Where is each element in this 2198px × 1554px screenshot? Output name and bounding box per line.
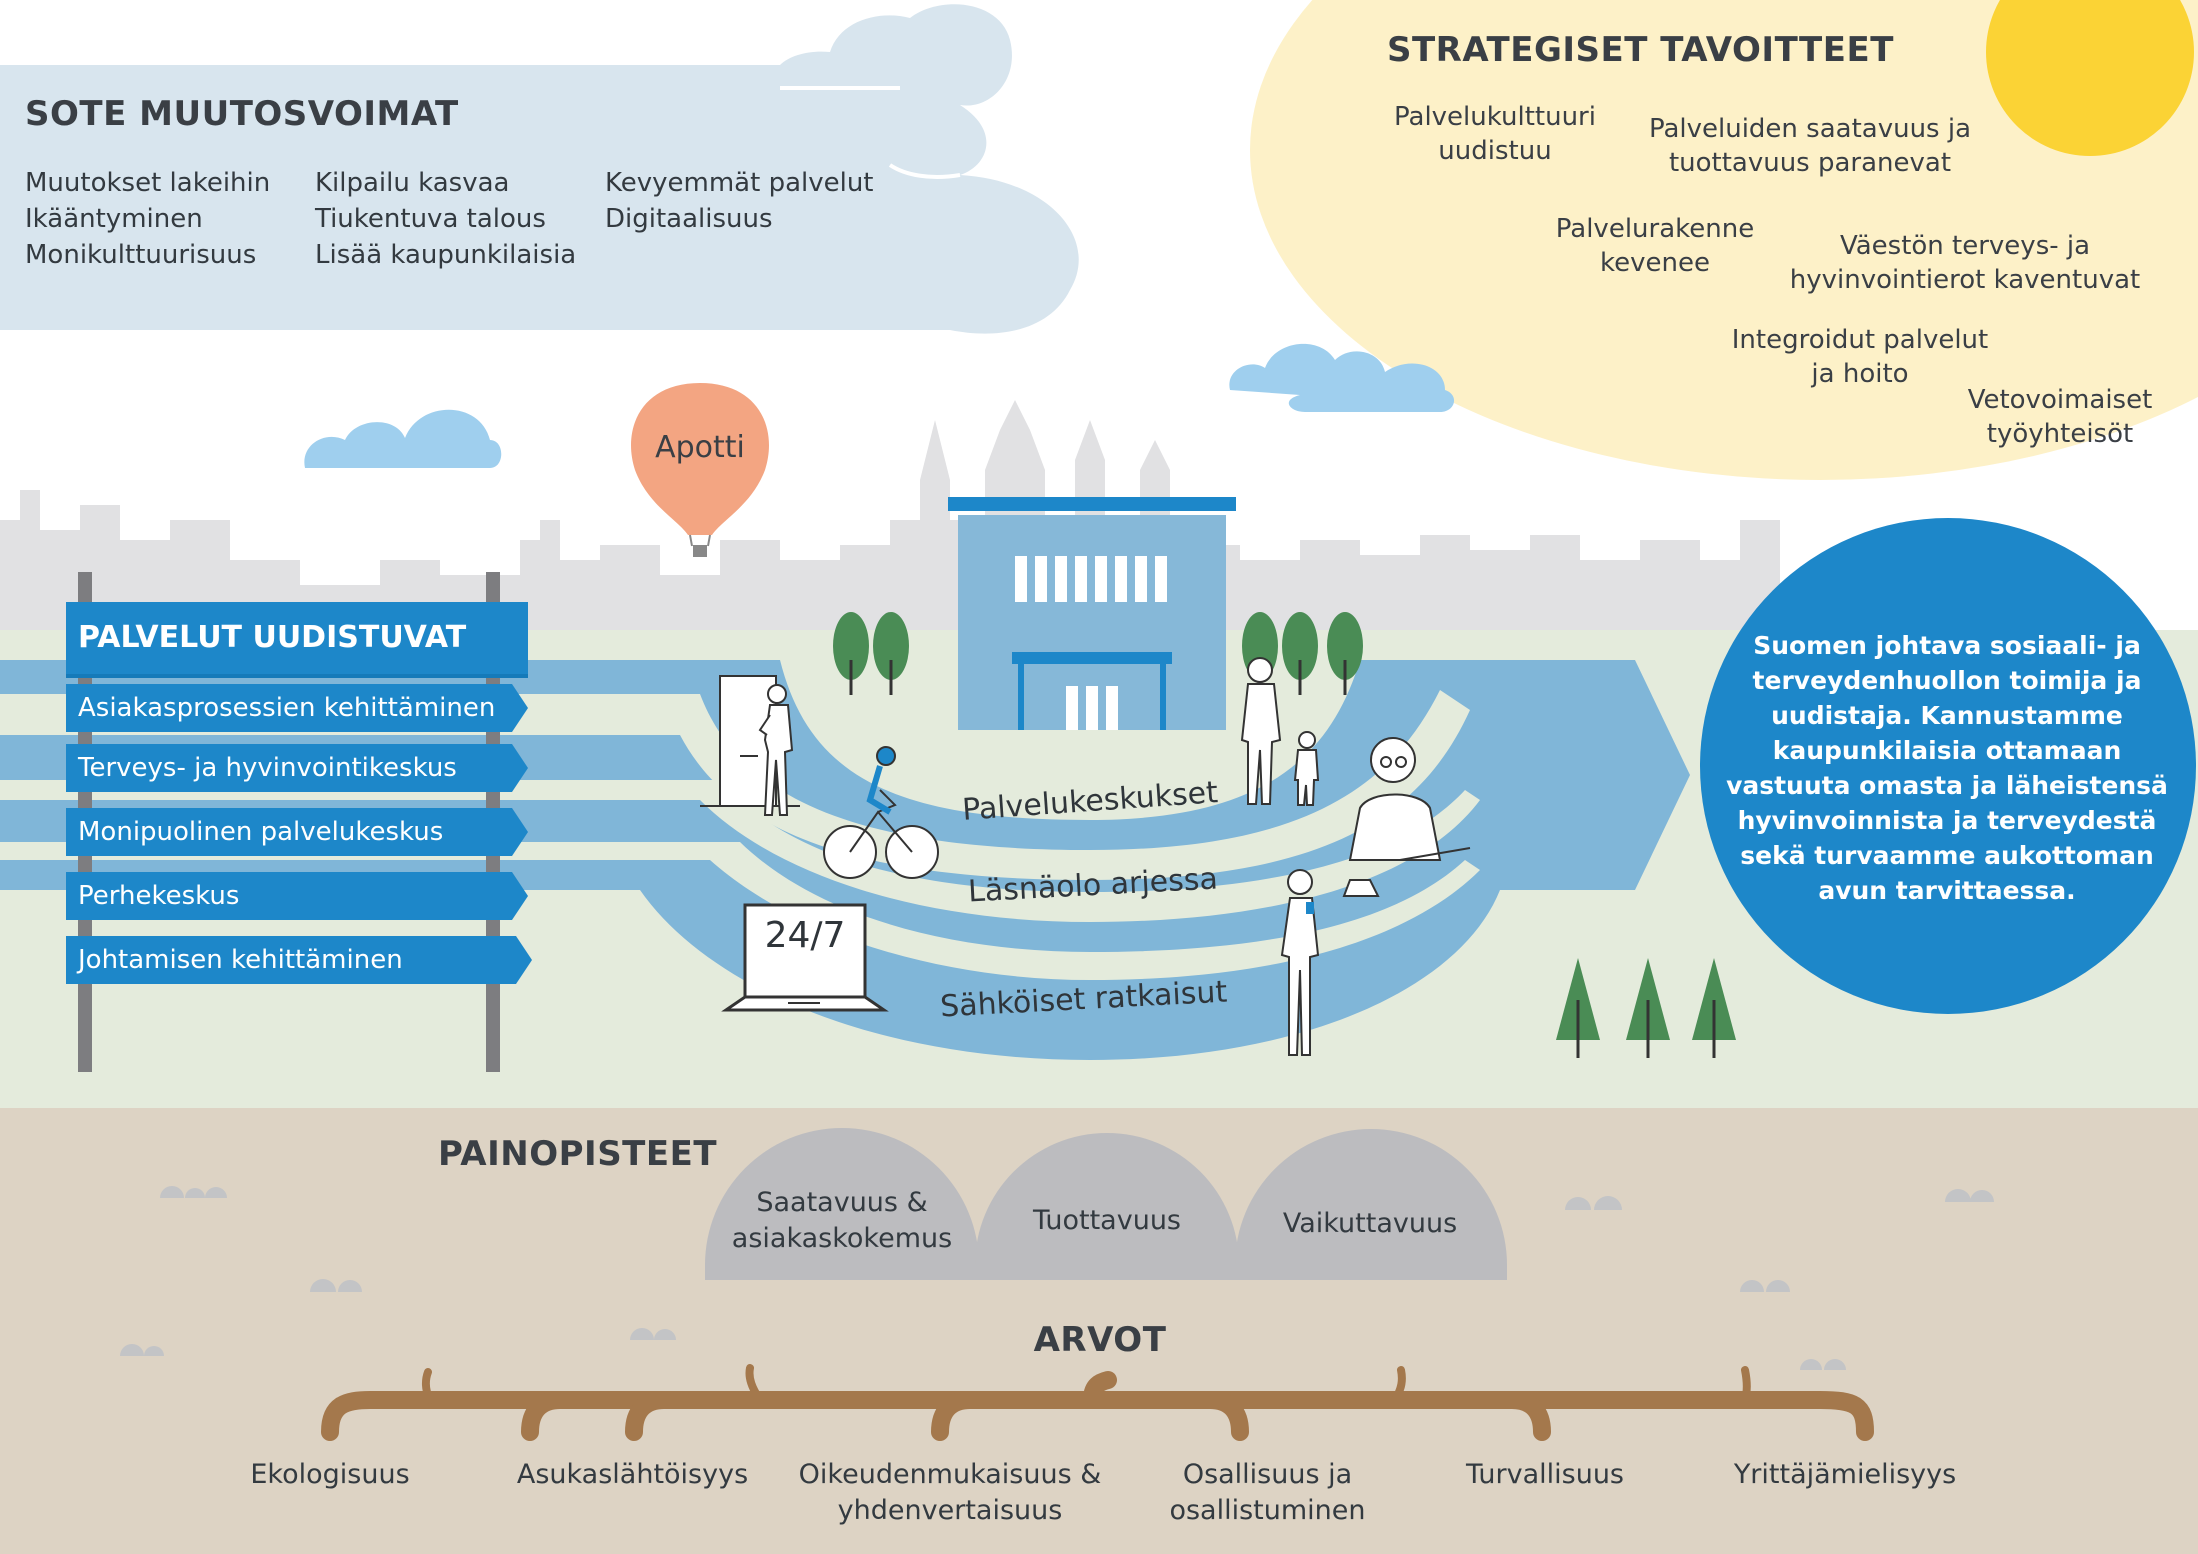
tavoite-line: hyvinvointierot kaventuvat — [1789, 265, 2141, 295]
painopiste-line: Tuottavuus — [1032, 1205, 1181, 1236]
arvo-line: Yrittäjämielisyys — [1733, 1459, 1957, 1490]
values-roots-tips — [421, 1364, 1751, 1404]
laptop-label: 24/7 — [764, 915, 846, 956]
muutosvoima-item: Kilpailu kasvaa — [315, 168, 510, 198]
painopiste-line: Saatavuus & — [756, 1187, 928, 1218]
tavoite-item: Integroidut palvelut ja hoito — [1715, 323, 2005, 391]
cyclist-icon — [823, 746, 939, 879]
muutosvoimat-column: Kevyemmät palvelut Digitaalisuus — [605, 165, 874, 237]
arvo-line: osallistuminen — [1169, 1495, 1366, 1526]
tavoite-line: Väestön terveys- ja — [1839, 231, 2091, 261]
arvo-item: Yrittäjämielisyys — [1710, 1457, 1980, 1493]
tavoite-line: työyhteisöt — [1986, 419, 2134, 449]
muutosvoima-item: Ikääntyminen — [25, 204, 203, 234]
arvo-line: Ekologisuus — [250, 1459, 410, 1490]
city-skyline — [0, 400, 1780, 630]
cloud-icon — [1229, 343, 1455, 412]
sun-glow — [1250, 0, 2198, 480]
muutosvoima-item: Kevyemmät palvelut — [605, 168, 874, 198]
arvo-line: Turvallisuus — [1466, 1459, 1624, 1490]
arvo-line: Oikeudenmukaisuus & — [798, 1459, 1102, 1490]
palvelu-sign: Terveys- ja hyvinvointikeskus — [66, 744, 528, 792]
palvelu-sign: Perhekeskus — [66, 872, 528, 920]
palvelu-sign: Monipuolinen palvelukeskus — [66, 808, 528, 856]
tavoite-line: Vetovoimaiset — [1967, 385, 2153, 415]
arvo-item: Osallisuus ja osallistuminen — [1140, 1457, 1395, 1529]
mission-circle — [1700, 518, 2196, 1014]
parent-child-icon — [1240, 657, 1320, 806]
visitor-person-icon — [758, 684, 794, 816]
arvo-line: yhdenvertaisuus — [837, 1495, 1063, 1526]
balloon-label: Apotti — [655, 430, 745, 465]
arvo-line: Osallisuus ja — [1182, 1459, 1353, 1490]
tavoite-item: Väestön terveys- ja hyvinvointierot kave… — [1780, 229, 2150, 297]
arvo-line: Asukaslähtöisyys — [516, 1459, 749, 1490]
tavoite-line: tuottavuus paranevat — [1668, 148, 1952, 178]
tree-icon — [833, 612, 909, 695]
muutosvoimat-column: Muutokset lakeihin Ikääntyminen Monikult… — [25, 165, 270, 273]
tavoite-line: ja hoito — [1811, 359, 1909, 389]
muutosvoima-item: Lisää kaupunkilaisia — [315, 240, 577, 270]
priority-domes — [705, 1128, 1507, 1280]
painopiste-item: Tuottavuus — [987, 1203, 1227, 1239]
painopiste-item: Vaikuttavuus — [1250, 1206, 1490, 1242]
muutosvoima-item: Tiukentuva talous — [315, 204, 546, 234]
tavoite-line: Integroidut palvelut — [1731, 325, 1989, 355]
tavoite-item: Vetovoimaiset työyhteisöt — [1950, 383, 2170, 451]
sun-icon — [1986, 0, 2194, 156]
tavoite-line: kevenee — [1600, 248, 1710, 278]
muutosvoima-item: Muutokset lakeihin — [25, 168, 271, 198]
person-with-phone-icon — [1280, 869, 1320, 1056]
palvelut-title: PALVELUT UUDISTUVAT — [66, 602, 528, 678]
tavoitteet-title: STRATEGISET TAVOITTEET — [1387, 30, 1894, 70]
muutosvoimat-title: SOTE MUUTOSVOIMAT — [25, 94, 459, 134]
painopiste-item: Saatavuus & asiakaskokemus — [712, 1185, 972, 1257]
tavoite-line: Palveluiden saatavuus ja — [1648, 114, 1972, 144]
arvo-item: Oikeudenmukaisuus & yhdenvertaisuus — [790, 1457, 1110, 1529]
muutosvoima-item: Digitaalisuus — [605, 204, 773, 234]
cloud-line — [888, 163, 961, 179]
arvo-item: Ekologisuus — [200, 1457, 460, 1493]
cloud-icon — [304, 409, 502, 468]
painopisteet-title: PAINOPISTEET — [438, 1134, 718, 1174]
service-center-building — [948, 497, 1236, 730]
palvelu-sign: Johtamisen kehittäminen — [66, 936, 532, 984]
elderly-person-icon — [1342, 737, 1471, 897]
painopiste-line: Vaikuttavuus — [1282, 1208, 1458, 1239]
values-roots — [321, 1371, 1874, 1441]
pebbles — [120, 1186, 1994, 1370]
arvot-title: ARVOT — [1033, 1320, 1167, 1360]
tavoite-item: Palveluiden saatavuus ja tuottavuus para… — [1630, 112, 1990, 180]
laptop-icon — [721, 903, 889, 1012]
arvo-item: Turvallisuus — [1430, 1457, 1660, 1493]
muutosvoima-item: Monikulttuurisuus — [25, 240, 257, 270]
tavoite-line: Palvelukulttuuri — [1394, 102, 1596, 132]
muutosvoimat-column: Kilpailu kasvaa Tiukentuva talous Lisää … — [315, 165, 576, 273]
tavoite-item: Palvelurakenne kevenee — [1545, 212, 1765, 280]
tavoite-line: uudistuu — [1438, 136, 1552, 166]
arvo-item: Asukaslähtöisyys — [500, 1457, 765, 1493]
mission-statement: Suomen johtava sosiaali- ja terveydenhuo… — [1726, 631, 2168, 905]
tavoite-line: Palvelurakenne — [1555, 214, 1755, 244]
tavoite-item: Palvelukulttuuri uudistuu — [1380, 100, 1610, 168]
palvelu-sign: Asiakasprosessien kehittäminen — [66, 684, 528, 732]
painopiste-line: asiakaskokemus — [731, 1223, 953, 1254]
hot-air-balloon-icon — [631, 383, 769, 557]
conifer-tree-icon — [1556, 958, 1736, 1058]
